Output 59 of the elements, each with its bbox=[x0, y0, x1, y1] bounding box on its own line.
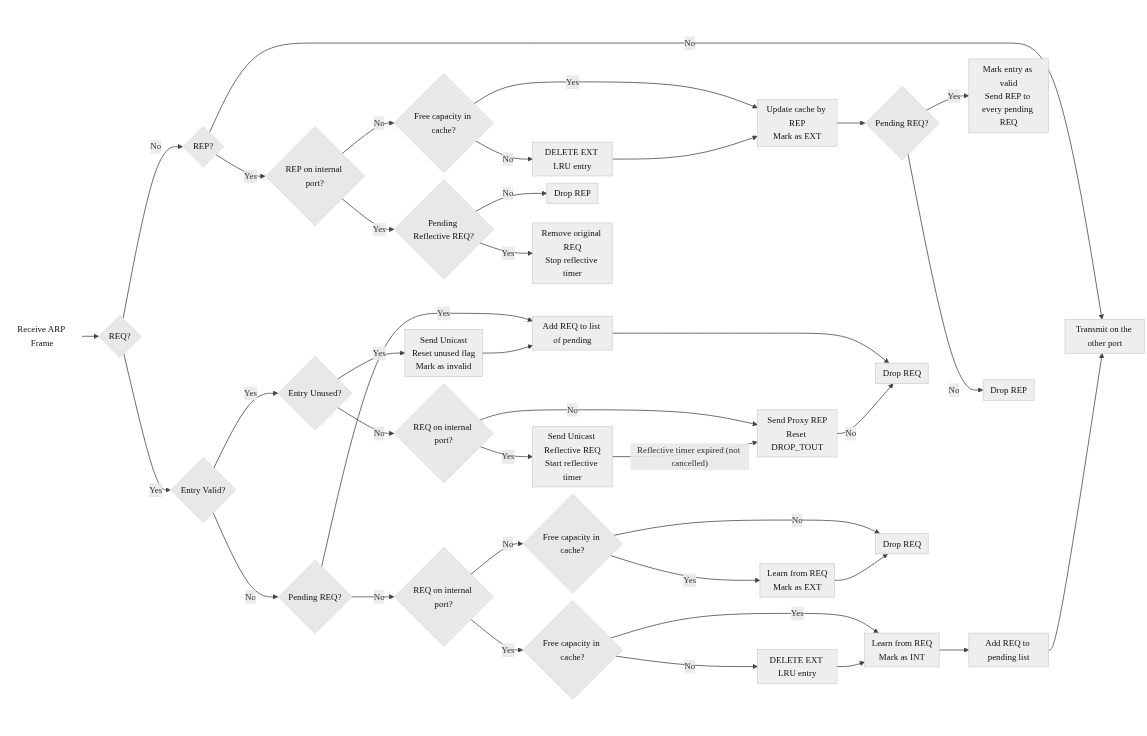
node-diamond: Free capacity in cache? bbox=[522, 600, 623, 700]
edge-label: No bbox=[502, 538, 514, 549]
edge-label: Yes bbox=[501, 645, 515, 655]
edge-label: No bbox=[502, 188, 514, 198]
edge-label: Reflective timer expired (not cancelled) bbox=[637, 445, 741, 468]
edge-label: Yes bbox=[372, 224, 386, 234]
node-box: Learn from REQ Mark as INT bbox=[864, 632, 940, 668]
node-diamond: Entry Valid? bbox=[170, 457, 237, 523]
node-box: DELETE EXT LRU entry bbox=[757, 649, 838, 684]
edge-label: Yes bbox=[683, 575, 697, 585]
node-box: Drop REQ bbox=[875, 362, 929, 384]
node-diamond: Pending REQ? bbox=[865, 85, 940, 161]
edge-label: Yes bbox=[243, 171, 257, 181]
edge-label: No bbox=[684, 38, 696, 48]
node-box: DELETE EXT LRU entry bbox=[532, 141, 613, 177]
edge-label: Yes bbox=[501, 248, 515, 258]
node-diamond: Entry Unused? bbox=[277, 356, 353, 431]
node-box: Send Unicast Reset unused flag Mark as invalid bbox=[404, 329, 483, 377]
edge-label: Yes bbox=[501, 451, 515, 462]
node-diamond: REQ on internal port? bbox=[394, 383, 494, 484]
edge-label: Yes bbox=[790, 608, 804, 619]
node-box: Remove original REQ Stop reflective timer bbox=[532, 222, 613, 284]
edge-label: Yes bbox=[947, 90, 961, 101]
node-box: Update cache by REP Mark as EXT bbox=[757, 99, 838, 147]
edge-label: No bbox=[373, 118, 385, 128]
node-box: Add REQ to list of pending bbox=[532, 315, 613, 351]
node-diamond: Pending REQ? bbox=[277, 559, 353, 634]
edge-label: No bbox=[948, 385, 960, 395]
edge-label: No bbox=[502, 154, 514, 164]
edge-label: No bbox=[373, 428, 385, 439]
edge-label: Yes bbox=[149, 485, 163, 495]
node-box: Drop REP bbox=[546, 182, 599, 204]
edge-label: No bbox=[845, 428, 857, 439]
edge-label: Yes bbox=[565, 77, 579, 87]
edge-label: No bbox=[244, 591, 256, 602]
node-box: Drop REP bbox=[982, 379, 1035, 401]
node-box: Mark entry as valid Send REP to every pending REQ bbox=[968, 58, 1049, 134]
edge-label: No bbox=[373, 591, 385, 602]
node-box: Transmit on the other port bbox=[1064, 319, 1145, 354]
edge-label: Yes bbox=[372, 348, 386, 358]
edge-label: No bbox=[150, 141, 162, 152]
edge-label: No bbox=[791, 515, 803, 525]
node-diamond: REQ? bbox=[98, 314, 142, 358]
node-box: Learn from REQ Mark as EXT bbox=[759, 563, 835, 598]
node-diamond: Pending Reflective REQ? bbox=[394, 179, 494, 280]
edge-label: No bbox=[684, 661, 696, 672]
edge-label: Yes bbox=[437, 308, 451, 318]
node-box: Add REQ to pending list bbox=[968, 632, 1049, 668]
node-diamond: Free capacity in cache? bbox=[394, 73, 494, 173]
node-diamond: REP? bbox=[182, 125, 225, 168]
edge-label: Yes bbox=[243, 388, 257, 398]
node-box: Drop REQ bbox=[875, 533, 929, 555]
node-diamond: REQ on internal port? bbox=[394, 546, 494, 647]
node-diamond: Free capacity in cache? bbox=[522, 493, 623, 594]
edge-label: No bbox=[566, 404, 578, 415]
node-diamond: REP on internal port? bbox=[265, 126, 365, 227]
node-box: Send Unicast Reflective REQ Start reflective timer bbox=[532, 426, 613, 488]
node-box: Send Proxy REP Reset DROP_TOUT bbox=[757, 409, 838, 458]
node-text: Receive ARP Frame bbox=[17, 324, 65, 348]
